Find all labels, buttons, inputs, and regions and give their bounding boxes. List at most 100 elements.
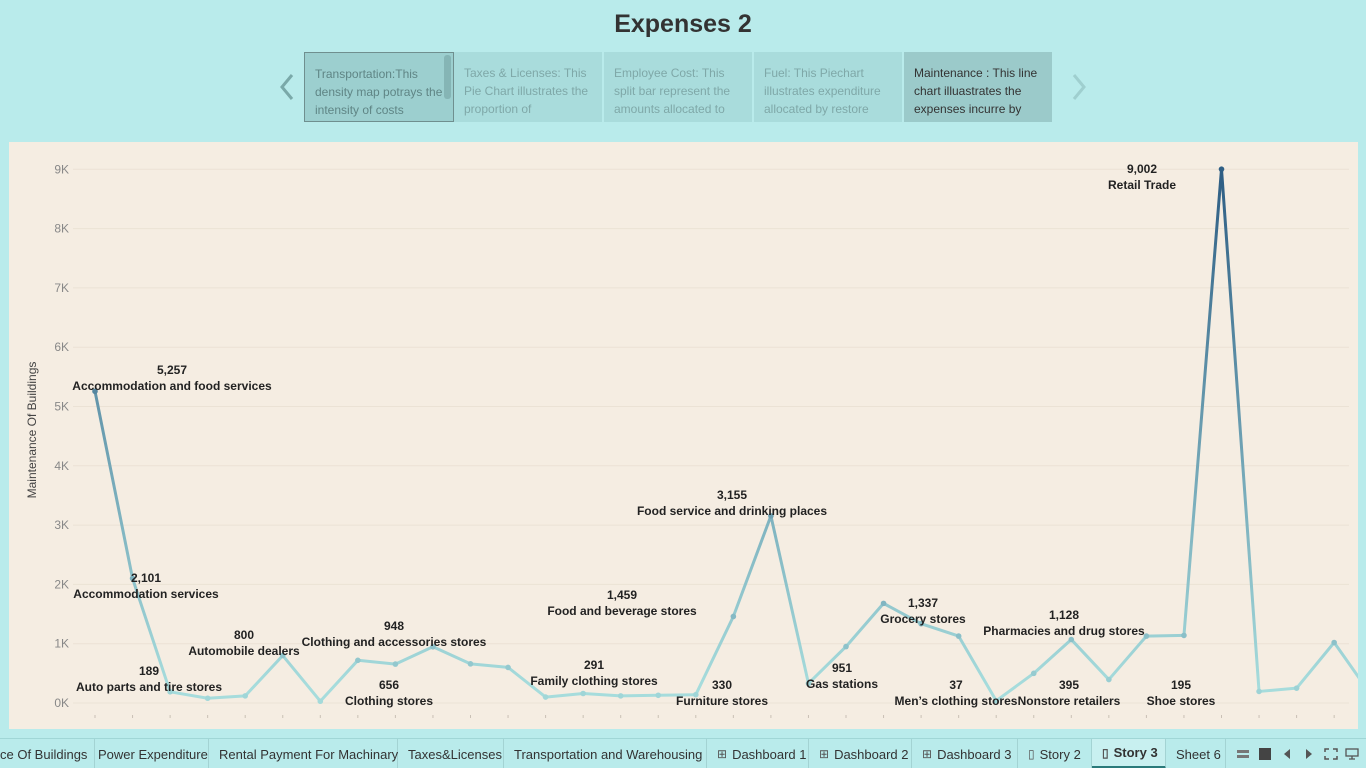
y-tick-label: 2K: [54, 577, 69, 591]
line-segment: [544, 692, 585, 699]
data-category-label: Clothing stores: [345, 694, 433, 708]
data-point[interactable]: [317, 698, 324, 705]
grid-view-icon[interactable]: [1258, 747, 1272, 761]
tab-rental-payment[interactable]: Rental Payment For Machinary: [209, 739, 398, 768]
fullscreen-icon[interactable]: [1323, 747, 1339, 761]
y-tick-label: 3K: [54, 518, 69, 532]
data-point[interactable]: [955, 633, 962, 639]
data-value-label: 1,128: [1049, 608, 1079, 622]
data-value-label: 9,002: [1127, 162, 1157, 176]
data-point[interactable]: [1293, 685, 1300, 691]
line-segment: [769, 514, 810, 685]
data-point[interactable]: [730, 613, 737, 620]
line-segment: [393, 645, 435, 666]
tab-sheet-6[interactable]: Sheet 6: [1166, 739, 1226, 768]
y-tick-label: 1K: [54, 637, 69, 651]
tab-power-expenditure[interactable]: Power Expenditure: [88, 739, 209, 768]
data-point[interactable]: [242, 693, 248, 699]
data-category-label: Family clothing stores: [530, 674, 658, 688]
line-segment: [206, 694, 247, 700]
y-tick-label: 4K: [54, 459, 69, 473]
data-point[interactable]: [880, 600, 887, 607]
data-point[interactable]: [918, 620, 924, 627]
data-point[interactable]: [993, 698, 999, 704]
data-point[interactable]: [1218, 166, 1225, 172]
story-point-employee-cost[interactable]: Employee Cost: This split bar represent …: [604, 52, 754, 122]
data-value-label: 1,337: [908, 596, 938, 610]
y-tick-label: 8K: [54, 222, 69, 236]
data-value-label: 3,155: [717, 488, 747, 502]
prev-sheet-icon[interactable]: [1280, 747, 1294, 761]
filmstrip-icon[interactable]: [1236, 747, 1250, 761]
data-point[interactable]: [467, 661, 474, 667]
line-segment: [1107, 634, 1148, 682]
data-category-label: Shoe stores: [1147, 694, 1216, 708]
data-point[interactable]: [167, 688, 173, 695]
data-category-label: Auto parts and tire stores: [76, 680, 222, 694]
story-point-text: Fuel: This Piechart illustrates expendit…: [764, 66, 881, 116]
data-value-label: 800: [234, 628, 254, 642]
data-point[interactable]: [392, 661, 399, 667]
story-icon: ▯: [1102, 745, 1109, 760]
tab-story-3[interactable]: ▯Story 3: [1092, 739, 1166, 768]
data-point[interactable]: [1181, 632, 1187, 639]
tab-transportation[interactable]: Transportation and Warehousing: [504, 739, 707, 768]
line-segment: [581, 692, 623, 698]
line-segment: [1295, 641, 1336, 690]
line-segment: [619, 693, 660, 698]
line-segment: [957, 634, 998, 703]
x-axis-ticks: [94, 715, 1335, 718]
story-point-scrollbar[interactable]: [444, 55, 451, 99]
data-point[interactable]: [1068, 636, 1075, 643]
data-point[interactable]: [1331, 639, 1337, 646]
data-point[interactable]: [617, 693, 624, 699]
presentation-icon[interactable]: [1344, 747, 1360, 761]
chevron-left-icon[interactable]: [276, 70, 298, 104]
data-category-label: Automobile dealers: [188, 644, 300, 658]
tab-maintenance-of-buildings[interactable]: ce Of Buildings: [0, 739, 95, 768]
line-segment: [1220, 167, 1261, 693]
data-category-label: Men’s clothing stores: [895, 694, 1018, 708]
line-segment: [1069, 638, 1111, 682]
data-point[interactable]: [1143, 633, 1150, 639]
story-point-fuel[interactable]: Fuel: This Piechart illustrates expendit…: [754, 52, 904, 122]
data-point[interactable]: [768, 513, 774, 519]
chevron-right-icon[interactable]: [1068, 70, 1090, 104]
data-point[interactable]: [1030, 670, 1037, 677]
data-point[interactable]: [1106, 676, 1112, 683]
data-point[interactable]: [580, 690, 586, 697]
line-segment: [1144, 633, 1186, 638]
data-point[interactable]: [843, 643, 849, 650]
data-point[interactable]: [542, 694, 549, 700]
data-point[interactable]: [355, 657, 361, 664]
tab-dashboard-1[interactable]: ⊞Dashboard 1: [707, 739, 809, 768]
data-point[interactable]: [655, 692, 662, 699]
data-point[interactable]: [92, 388, 98, 395]
story-point-transportation[interactable]: Transportation:This density map potrays …: [304, 52, 454, 122]
line-segment: [1332, 641, 1358, 680]
line-segment: [1257, 686, 1299, 693]
story-point-maintenance[interactable]: Maintenance : This line chart illuastrat…: [904, 52, 1054, 122]
next-sheet-icon[interactable]: [1302, 747, 1316, 761]
data-point[interactable]: [430, 643, 436, 650]
data-point[interactable]: [279, 652, 286, 659]
data-point[interactable]: [204, 695, 211, 702]
data-point[interactable]: [129, 575, 136, 582]
tab-taxes-licenses[interactable]: Taxes&Licenses: [398, 739, 504, 768]
data-point[interactable]: [1256, 688, 1262, 695]
tab-story-2[interactable]: ▯Story 2: [1018, 739, 1092, 768]
data-value-label: 948: [384, 619, 404, 633]
story-point-taxes[interactable]: Taxes & Licenses: This Pie Chart illustr…: [454, 52, 604, 122]
data-value-label: 951: [832, 661, 852, 675]
story-icon: ▯: [1028, 747, 1035, 761]
y-tick-label: 6K: [54, 340, 69, 354]
tab-dashboard-3[interactable]: ⊞Dashboard 3: [912, 739, 1018, 768]
data-category-label: Nonstore retailers: [1018, 694, 1121, 708]
data-point[interactable]: [505, 664, 511, 671]
tab-dashboard-2[interactable]: ⊞Dashboard 2: [809, 739, 912, 768]
data-point[interactable]: [805, 680, 812, 687]
data-value-label: 1,459: [607, 588, 637, 602]
data-point[interactable]: [693, 691, 699, 698]
